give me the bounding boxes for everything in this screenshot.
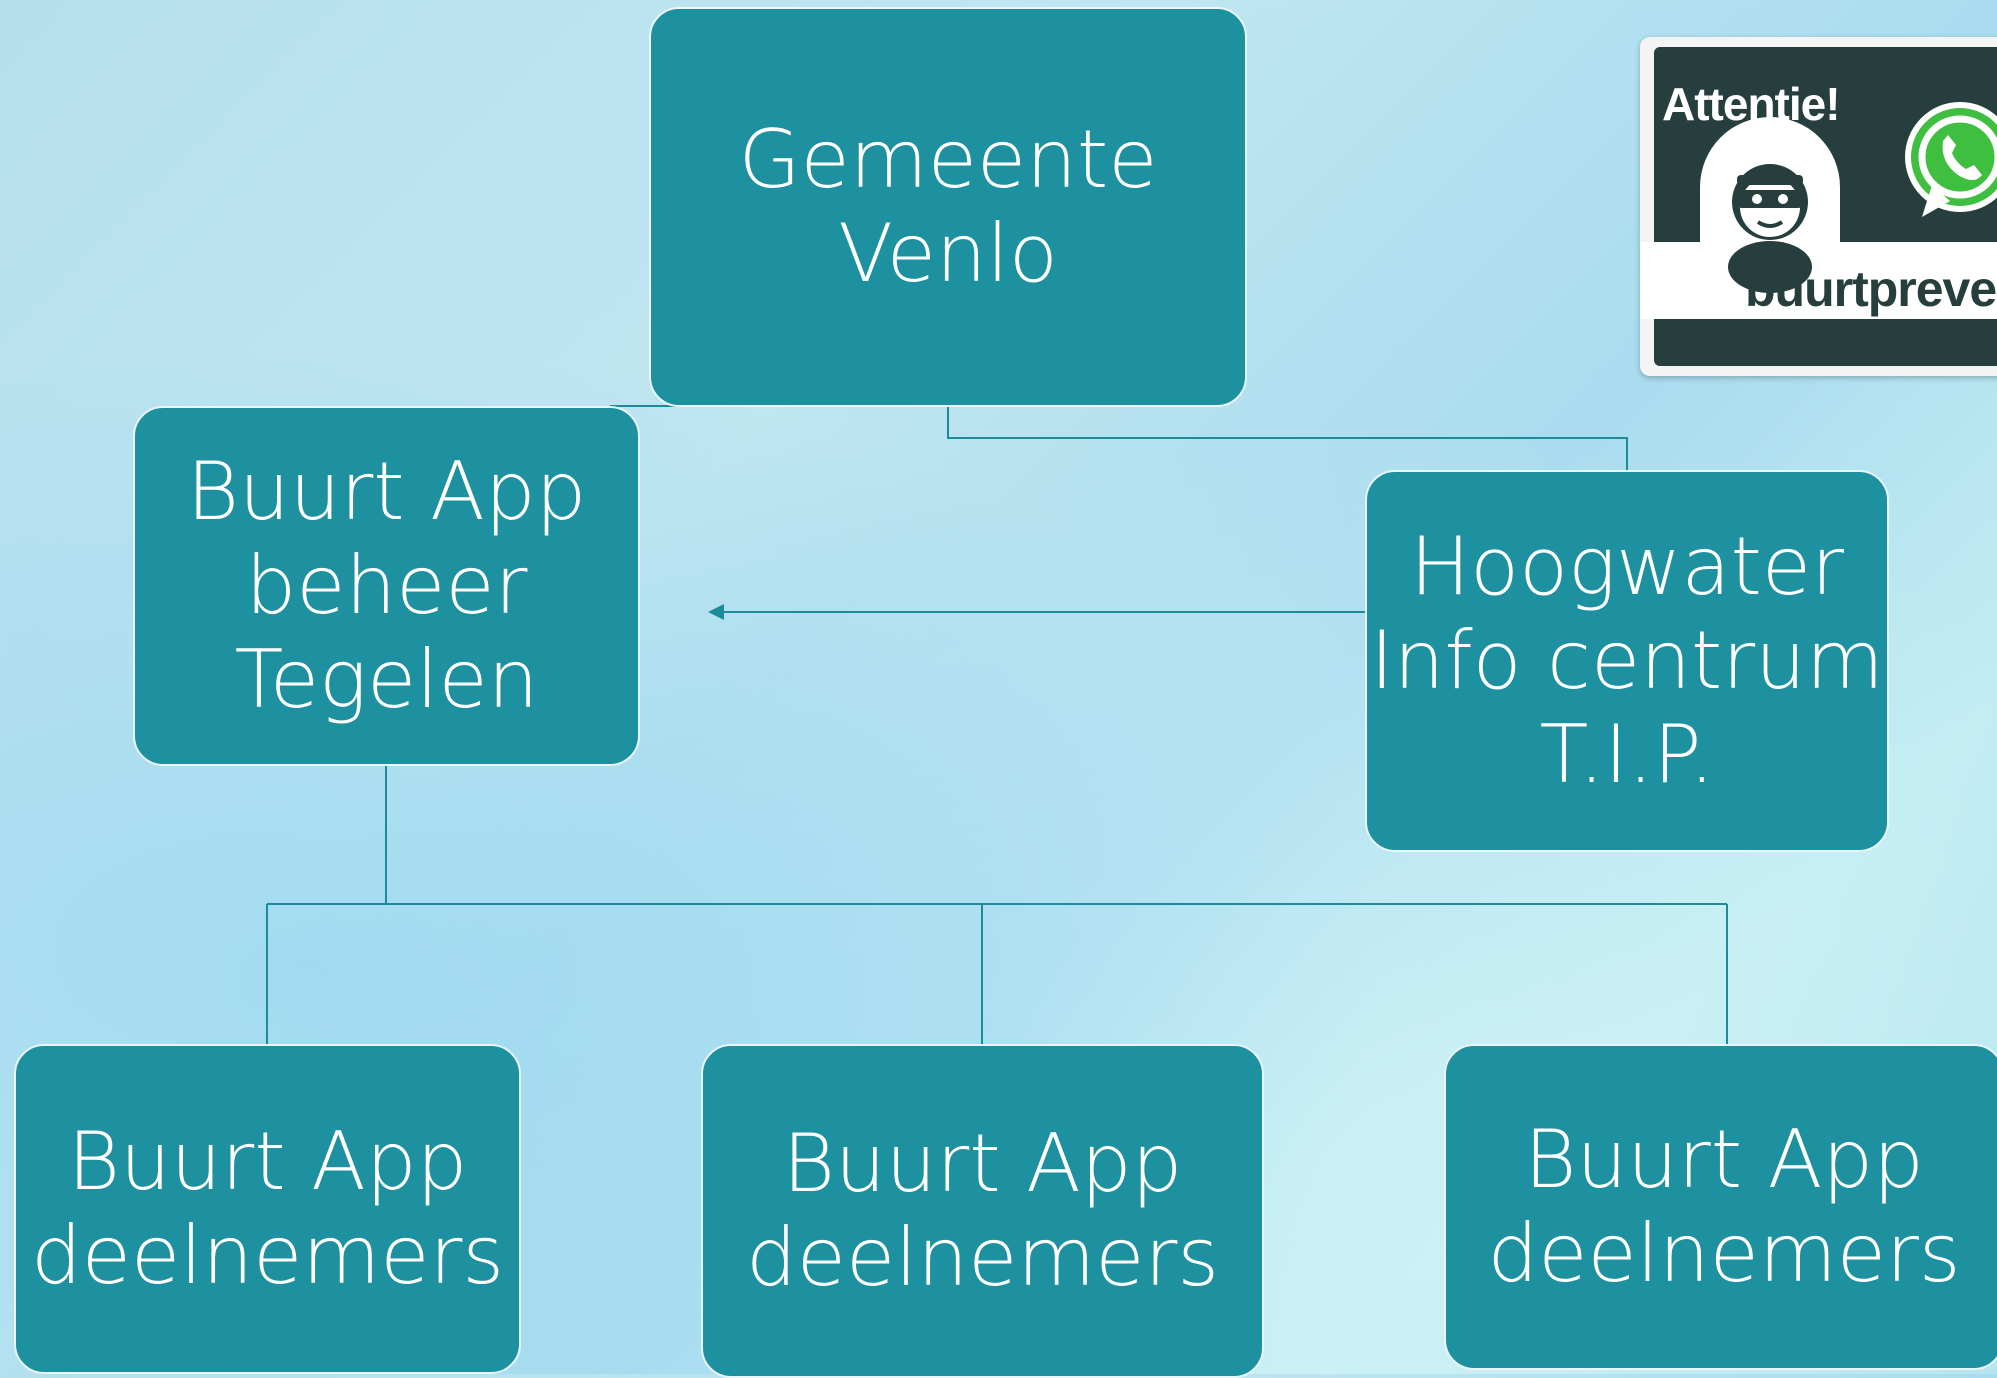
sign-bottom-text: buurtpreve [1745, 261, 1997, 317]
sign-white-band [1640, 242, 1997, 319]
sign-brand-fragment: What [1916, 209, 1990, 242]
node-label: Hoogwater Info centrum T.I.P. [1370, 520, 1884, 801]
whatsapp-icon [1905, 102, 1997, 217]
connector-gemeente-hoogwater [947, 407, 1628, 470]
node-buurt-app-deelnemers-1: Buurt App deelnemers [14, 1044, 521, 1374]
node-buurt-app-deelnemers-3: Buurt App deelnemers [1444, 1044, 1997, 1370]
arrowhead-icon [708, 604, 724, 620]
sign-title: Attentie! [1662, 78, 1841, 130]
sign-graphics [1700, 102, 1997, 293]
node-buurt-app-beheer: Buurt App beheer Tegelen [133, 406, 640, 766]
node-label: Buurt App beheer Tegelen [186, 445, 587, 726]
node-hoogwater-info-centrum: Hoogwater Info centrum T.I.P. [1365, 470, 1889, 852]
node-label: Gemeente Venlo [738, 113, 1158, 300]
whatsapp-buurtpreventie-sign: Attentie! What buurtpreve [1640, 37, 1997, 376]
node-label: Buurt App deelnemers [30, 1115, 505, 1302]
node-label: Buurt App deelnemers [745, 1117, 1220, 1304]
node-gemeente-venlo: Gemeente Venlo [649, 7, 1247, 407]
node-label: Buurt App deelnemers [1487, 1113, 1961, 1300]
node-buurt-app-deelnemers-2: Buurt App deelnemers [701, 1044, 1264, 1378]
burglar-icon [1728, 164, 1812, 293]
